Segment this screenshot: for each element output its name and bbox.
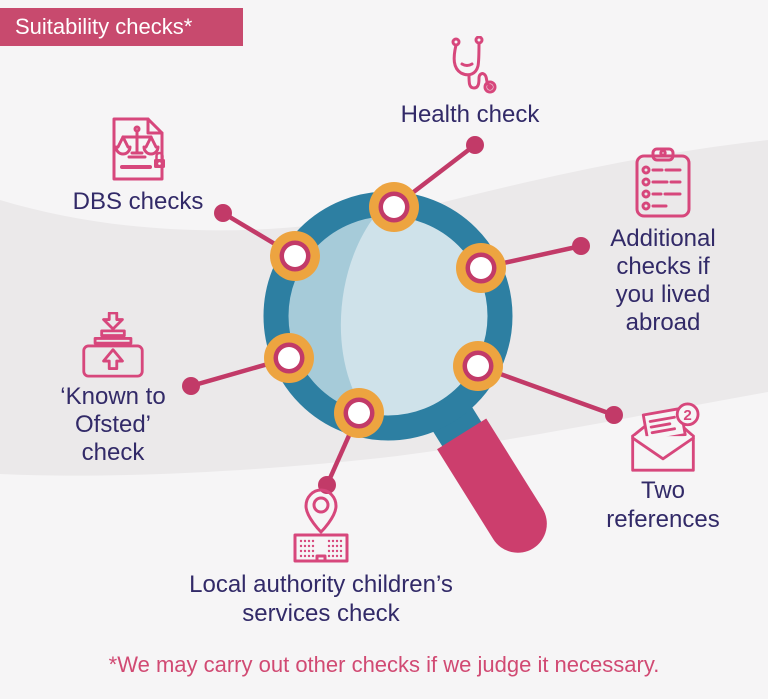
check-label: Local authority children’s services chec… [189, 571, 453, 627]
footer-note: *We may carry out other checks if we jud… [108, 652, 660, 677]
end-dot [572, 237, 590, 255]
stethoscope-icon [451, 36, 497, 94]
clipboard-checklist-icon [635, 147, 691, 218]
check-local-authority: Local authority children’s services chec… [171, 487, 471, 628]
envelope-icon: 2 [631, 402, 700, 472]
check-label: ‘Known to Ofsted’ check [60, 383, 166, 466]
magnifier-grip [437, 418, 547, 553]
rim-node [369, 182, 419, 232]
end-dot [214, 204, 232, 222]
page-title: Suitability checks* [15, 14, 193, 39]
check-label: Additional checks if you lived abroad [610, 225, 716, 336]
rim-node [334, 388, 384, 438]
badge-count: 2 [683, 407, 691, 424]
check-label: Two references [606, 477, 720, 533]
check-label: Health check [400, 101, 540, 128]
rim-node [264, 333, 314, 383]
document-scales-icon [112, 117, 165, 181]
inbox-tray-icon [82, 312, 144, 378]
end-dot [605, 406, 623, 424]
connector-nodes [264, 182, 506, 438]
check-dbs: DBS checks [58, 117, 218, 216]
end-dot [466, 136, 484, 154]
check-abroad: Additional checks if you lived abroad [583, 146, 743, 337]
connector-end-dots [182, 136, 623, 494]
end-dot [182, 377, 200, 395]
rim-node [456, 243, 506, 293]
location-building-icon [293, 488, 349, 563]
rim-node [453, 341, 503, 391]
check-ofsted: ‘Known to Ofsted’ check [33, 312, 193, 467]
check-label: DBS checks [72, 188, 204, 215]
rim-node [270, 231, 320, 281]
title-banner: Suitability checks* [0, 8, 243, 46]
check-health: Health check [390, 36, 550, 129]
check-references: 2 Two references [583, 402, 743, 534]
